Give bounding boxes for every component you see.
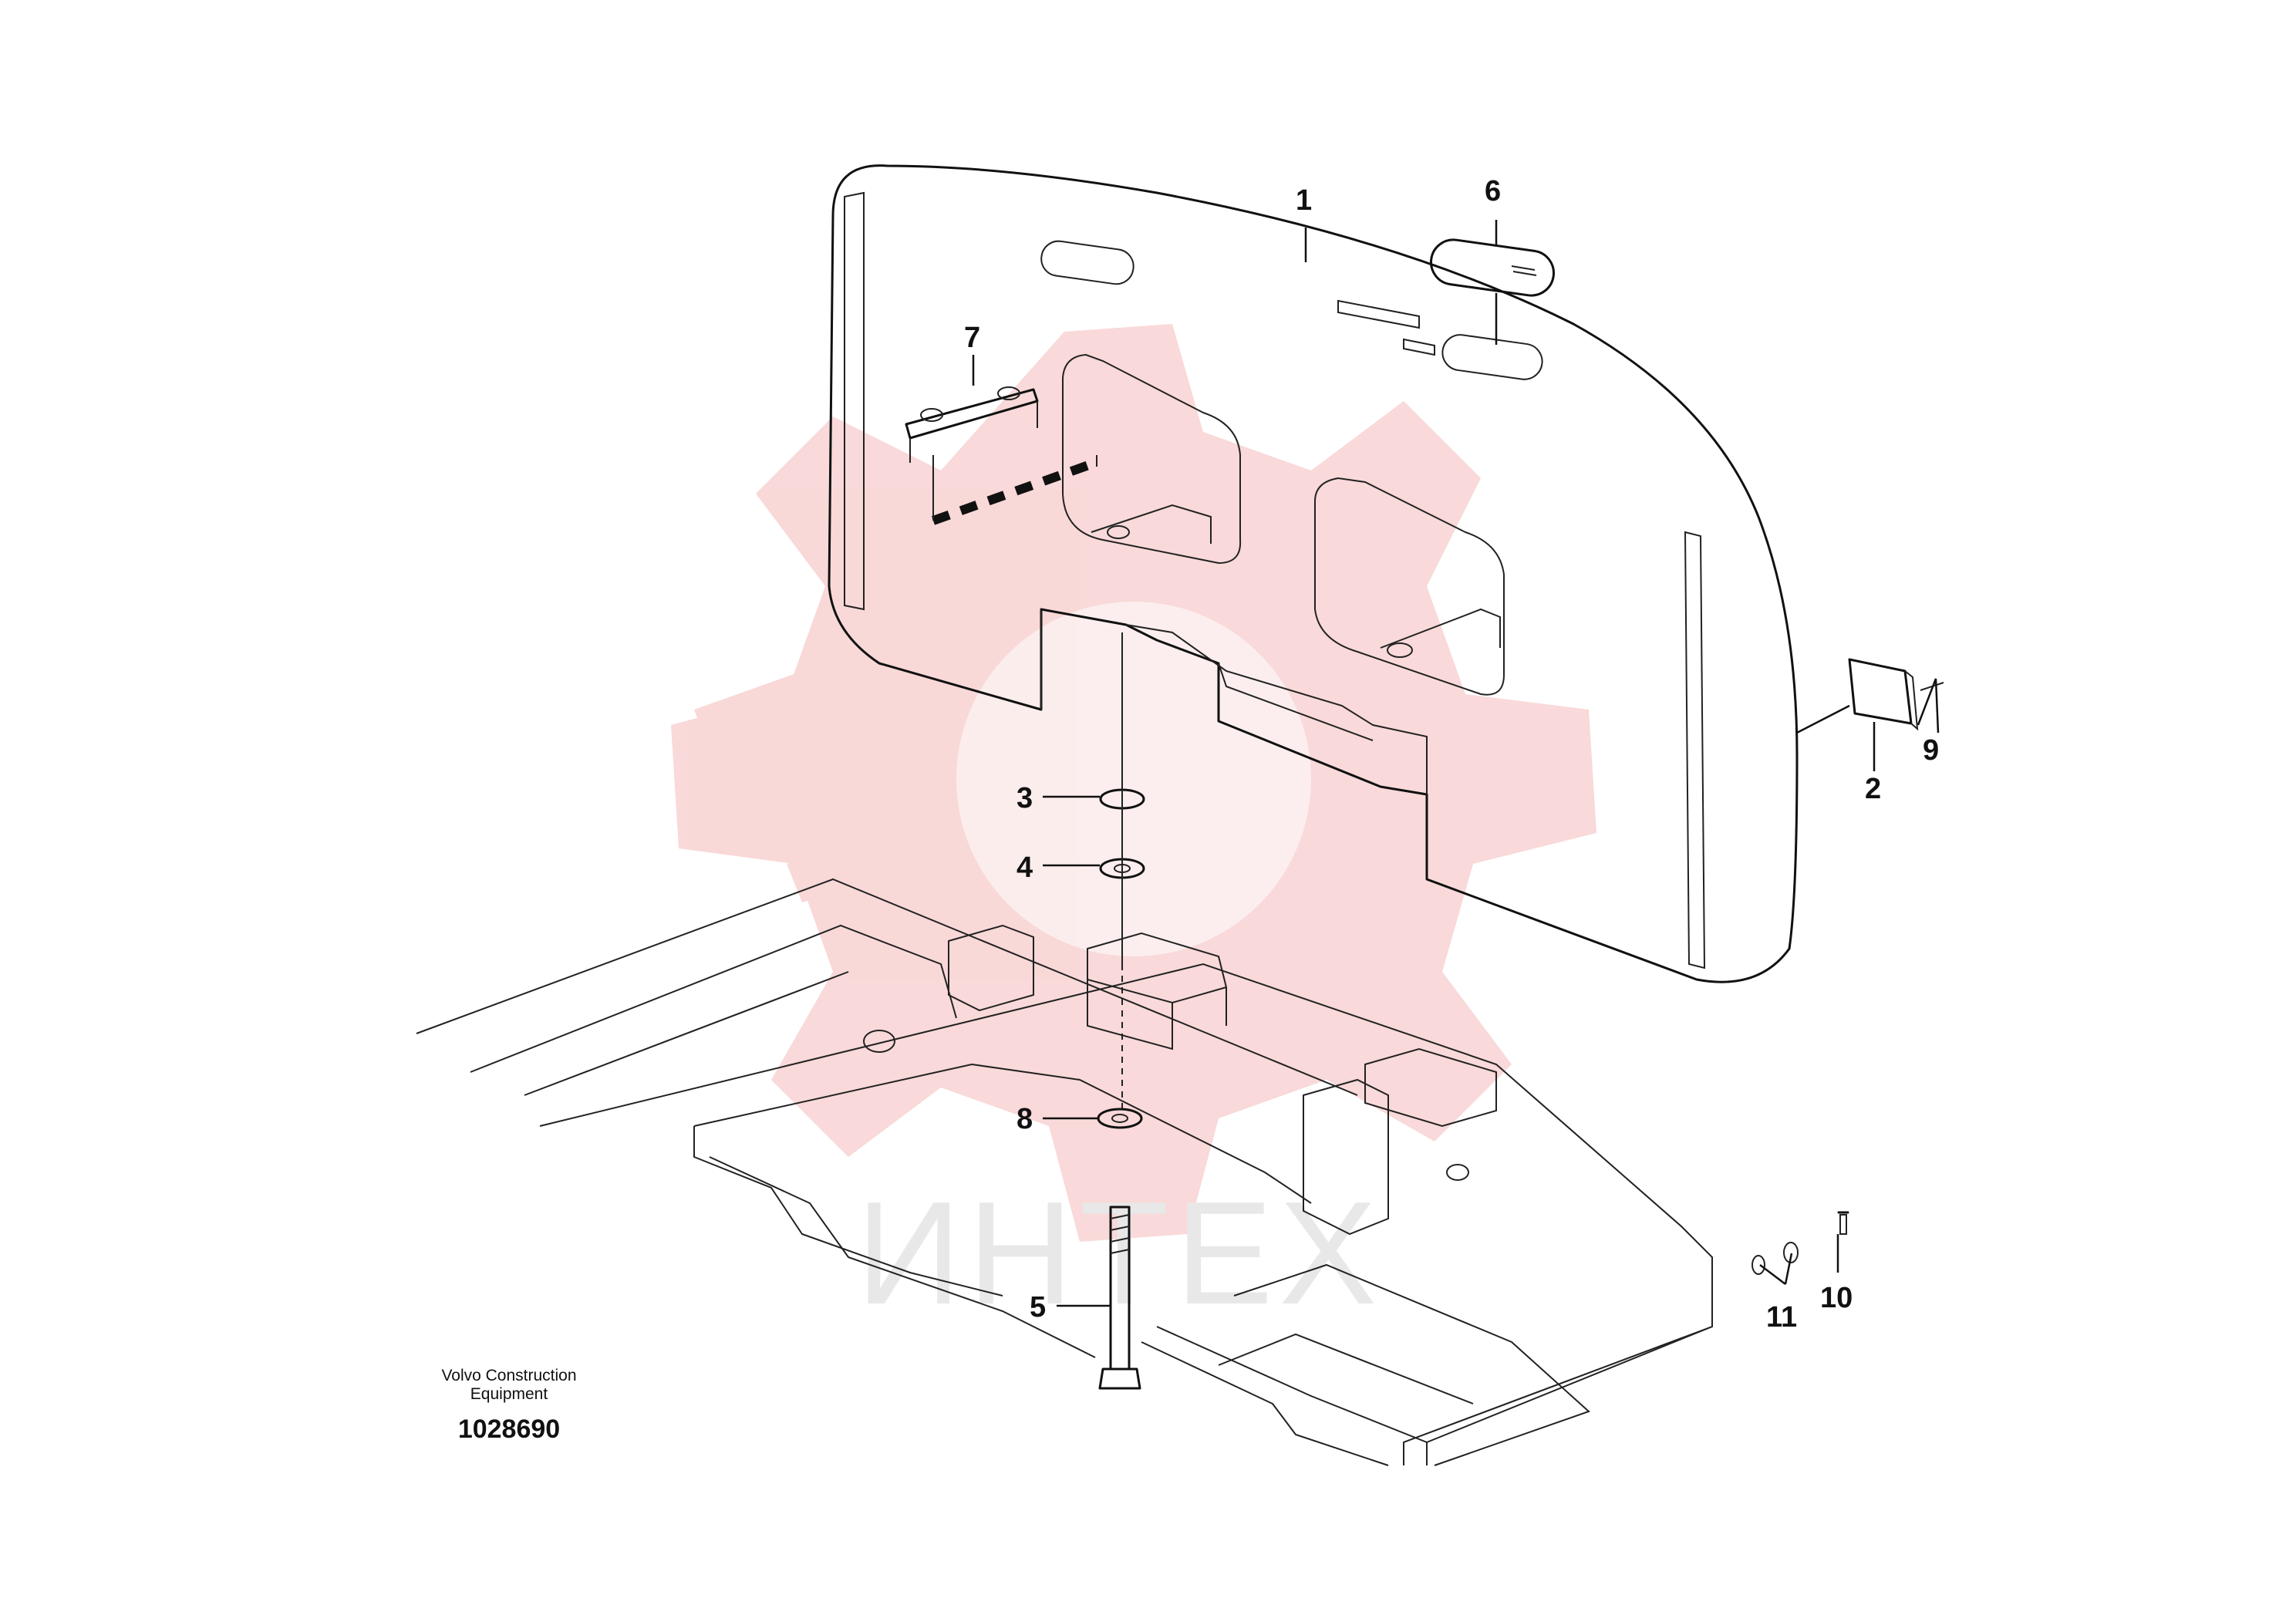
callout-2: 2 bbox=[1865, 773, 1881, 805]
cover-cap-part-6 bbox=[1429, 238, 1556, 297]
callout-9: 9 bbox=[1923, 734, 1939, 767]
lifting-plate-part-7 bbox=[905, 386, 1097, 525]
publisher-line-2: Equipment bbox=[470, 1385, 548, 1403]
callout-6: 6 bbox=[1485, 175, 1501, 207]
callout-7: 7 bbox=[964, 322, 980, 354]
callout-10: 10 bbox=[1820, 1282, 1853, 1314]
upper-frame bbox=[416, 878, 1713, 1466]
callout-5: 5 bbox=[1030, 1291, 1046, 1324]
callout-labels: 1 2 3 4 5 6 7 8 9 10 11 bbox=[964, 175, 1939, 1334]
callout-8: 8 bbox=[1017, 1103, 1033, 1135]
screw-and-washers-parts-10-11 bbox=[1752, 1211, 1849, 1275]
leader-lines bbox=[972, 220, 1940, 1307]
callout-4: 4 bbox=[1017, 851, 1033, 884]
callout-3: 3 bbox=[1017, 782, 1033, 814]
watermark-text: ИНТЕХ bbox=[856, 1172, 1383, 1335]
figure-number: 1028690 bbox=[457, 1415, 561, 1444]
publisher-block: Volvo Construction Equipment 1028690 bbox=[401, 1367, 617, 1445]
counterweight-part-1 bbox=[828, 164, 1799, 983]
callout-1: 1 bbox=[1296, 184, 1312, 217]
bolt-part-5 bbox=[1098, 1206, 1141, 1390]
callout-11: 11 bbox=[1766, 1301, 1797, 1334]
publisher-line-1: Volvo Construction bbox=[441, 1367, 577, 1384]
watermark-logo-hole bbox=[956, 602, 1311, 956]
